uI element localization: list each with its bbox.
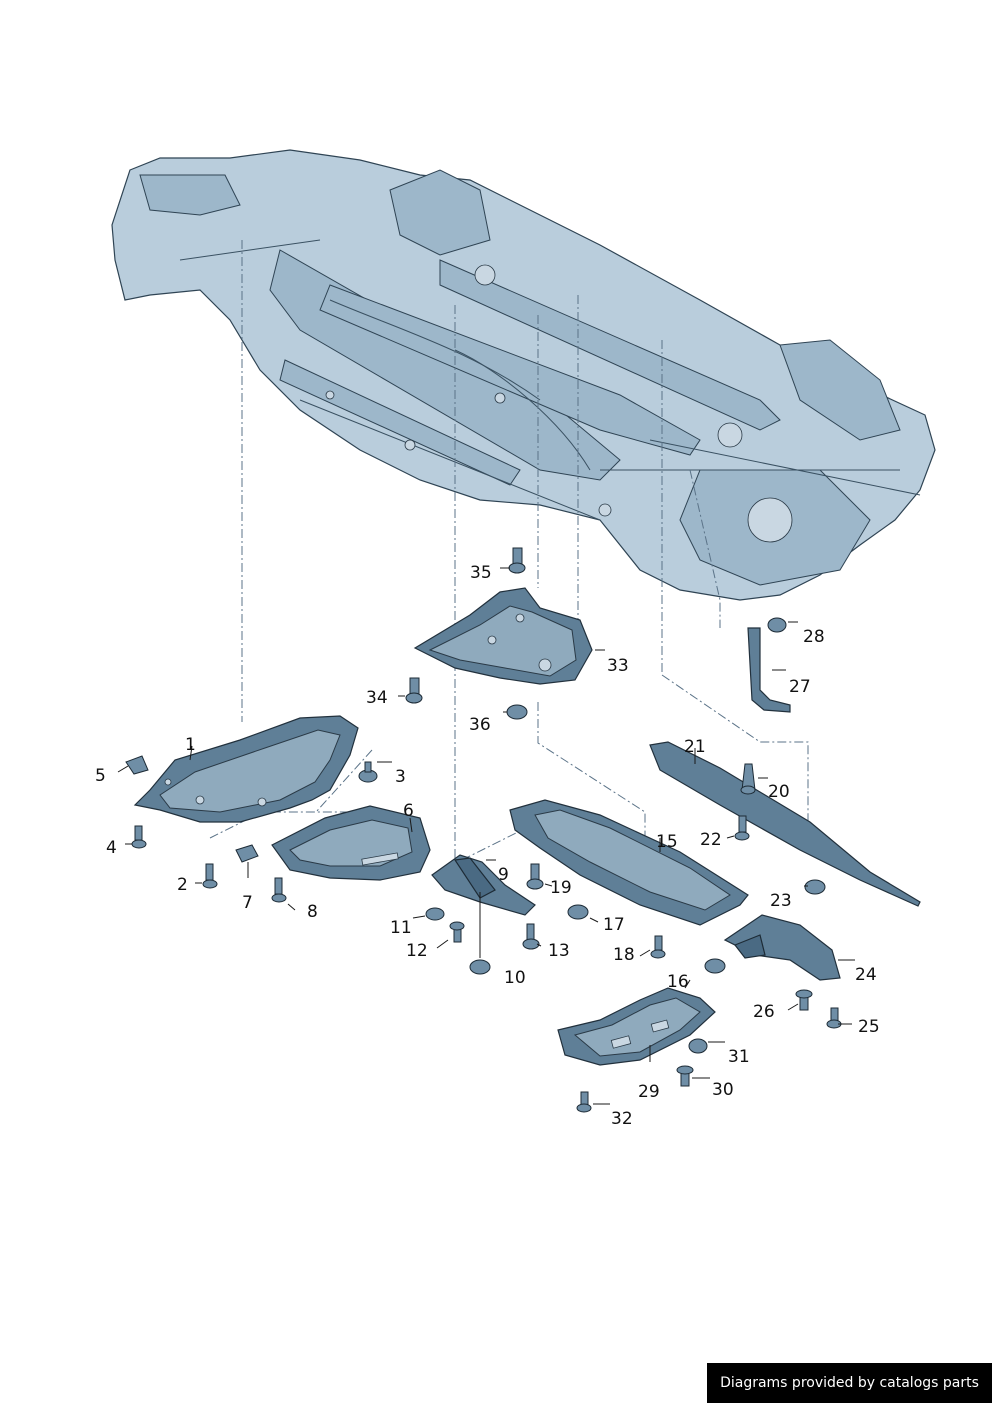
part-31-nut bbox=[688, 1038, 708, 1054]
callout-19: 19 bbox=[550, 878, 572, 898]
callout-5: 5 bbox=[95, 766, 106, 786]
callout-24: 24 bbox=[855, 965, 877, 985]
callout-29: 29 bbox=[638, 1082, 660, 1102]
callout-9: 9 bbox=[498, 865, 509, 885]
callout-31: 31 bbox=[728, 1047, 750, 1067]
callout-13: 13 bbox=[548, 941, 570, 961]
callout-6: 6 bbox=[403, 801, 414, 821]
part-5-clip bbox=[125, 755, 149, 775]
callout-12: 12 bbox=[406, 941, 428, 961]
part-11-nut bbox=[425, 907, 445, 921]
part-35-screw bbox=[508, 547, 526, 574]
part-2-bolt bbox=[202, 863, 218, 889]
callout-25: 25 bbox=[858, 1017, 880, 1037]
part-17-nut bbox=[567, 904, 589, 920]
vehicle-underbody bbox=[111, 149, 936, 601]
part-19-bolt bbox=[526, 863, 544, 890]
callout-35: 35 bbox=[470, 563, 492, 583]
part-4-bolt bbox=[131, 825, 147, 849]
part-13-bolt bbox=[522, 923, 540, 950]
credit-text: Diagrams provided by catalogs parts bbox=[720, 1375, 979, 1391]
callout-labels: 1 2 3 4 5 6 7 8 9 10 11 12 13 15 16 17 1… bbox=[95, 563, 880, 1129]
callout-17: 17 bbox=[603, 915, 625, 935]
part-20-screw bbox=[740, 763, 756, 795]
part-18-bolt bbox=[650, 935, 666, 959]
part-27-hanger-bracket bbox=[747, 627, 791, 713]
callout-16: 16 bbox=[667, 972, 689, 992]
callout-7: 7 bbox=[242, 893, 253, 913]
part-10-nut bbox=[469, 959, 491, 975]
part-21-rail-trim bbox=[649, 741, 921, 907]
callout-27: 27 bbox=[789, 677, 811, 697]
part-28-nut bbox=[767, 617, 787, 633]
part-24-rear-bracket bbox=[723, 914, 841, 981]
part-3-nut bbox=[358, 761, 378, 783]
callout-34: 34 bbox=[366, 688, 388, 708]
parts bbox=[125, 547, 921, 1113]
part-7-clip bbox=[235, 844, 259, 863]
callout-28: 28 bbox=[803, 627, 825, 647]
callout-36: 36 bbox=[469, 715, 491, 735]
callout-8: 8 bbox=[307, 902, 318, 922]
callout-11: 11 bbox=[390, 918, 412, 938]
callout-18: 18 bbox=[613, 945, 635, 965]
callout-21: 21 bbox=[684, 737, 706, 757]
part-36-nut bbox=[506, 704, 528, 720]
callout-4: 4 bbox=[106, 838, 117, 858]
callout-33: 33 bbox=[607, 656, 629, 676]
callout-26: 26 bbox=[753, 1002, 775, 1022]
part-26-clip bbox=[795, 989, 813, 1011]
callout-32: 32 bbox=[611, 1109, 633, 1129]
callout-20: 20 bbox=[768, 782, 790, 802]
part-32-bolt bbox=[576, 1091, 592, 1113]
leader-lines bbox=[117, 567, 855, 1105]
callout-3: 3 bbox=[395, 767, 406, 787]
part-23-nut bbox=[804, 879, 826, 895]
part-22-bolt bbox=[734, 815, 750, 841]
callout-22: 22 bbox=[700, 830, 722, 850]
part-16-nut bbox=[704, 958, 726, 974]
callout-30: 30 bbox=[712, 1080, 734, 1100]
part-12-clip bbox=[449, 921, 465, 943]
part-34-bolt bbox=[405, 677, 423, 704]
callout-1: 1 bbox=[185, 735, 196, 755]
part-30-clip bbox=[676, 1065, 694, 1087]
callout-2: 2 bbox=[177, 875, 188, 895]
part-8-bolt bbox=[271, 877, 287, 903]
callout-15: 15 bbox=[656, 832, 678, 852]
callout-10: 10 bbox=[504, 968, 526, 988]
credit-banner: Diagrams provided by catalogs parts bbox=[707, 1363, 992, 1403]
part-25-bolt bbox=[826, 1007, 842, 1029]
callout-23: 23 bbox=[770, 891, 792, 911]
